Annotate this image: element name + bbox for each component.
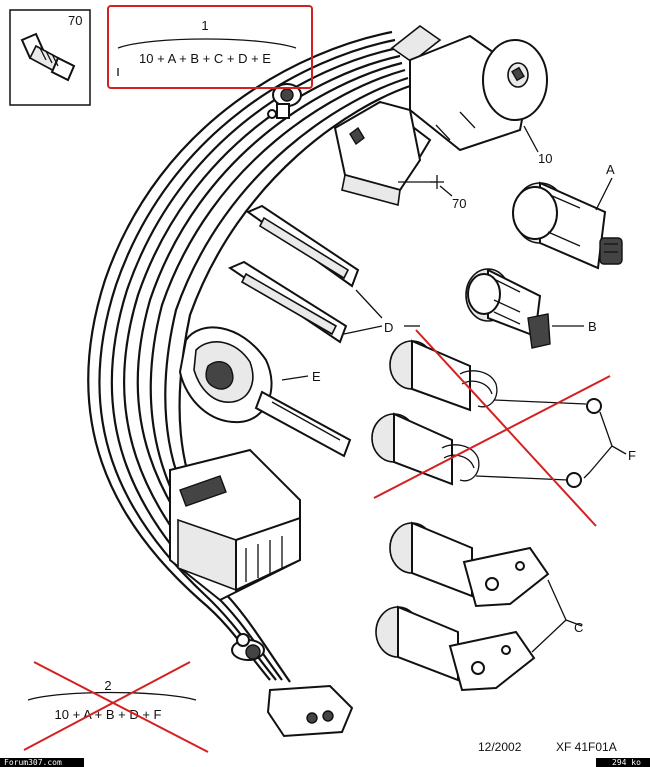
footer-watermark: Forum307.com	[4, 758, 62, 767]
door-lock-barrels-f: F	[371, 339, 636, 488]
footer: 12/2002 XF 41F01A Forum307.com 294 ko	[0, 740, 650, 767]
screw-reference-box: 70	[9, 9, 91, 106]
label-a: A	[606, 162, 615, 177]
lock-insert-b: B	[465, 268, 597, 349]
door-lock-barrels-c: C	[375, 521, 583, 692]
cross-kit-2-line-1	[33, 661, 209, 753]
remote-key-e: E	[178, 326, 352, 458]
filesize-bar	[596, 758, 650, 767]
kit-1-formula: 1 10 + A + B + C + D + E	[107, 5, 313, 89]
harness-connector	[169, 448, 301, 602]
kit-2-contents: 10 + A + B + D + F	[55, 707, 162, 722]
footer-reference: XF 41F01A	[556, 740, 617, 754]
lock-barrel-a: A	[512, 162, 623, 270]
red-annotations	[23, 329, 611, 753]
label-f: F	[628, 448, 636, 463]
shear-bolt-icon	[20, 32, 76, 82]
footer-filesize: 294 ko	[612, 758, 641, 767]
small-connector	[266, 684, 354, 738]
kit-1-number: 1	[201, 18, 208, 33]
cross-f-line-1	[415, 329, 597, 527]
label-c: C	[574, 620, 583, 635]
ref-box-number: 70	[68, 13, 82, 28]
footer-date: 12/2002	[478, 740, 522, 754]
kit-1-contents: 10 + A + B + C + D + E	[139, 51, 271, 66]
watermark-bar	[0, 758, 84, 767]
key-blades-d: D	[227, 204, 420, 344]
label-b: B	[588, 319, 597, 334]
cross-kit-2-line-2	[23, 661, 191, 751]
ignition-switch: 10 70	[333, 25, 552, 211]
harness-clip-bottom	[231, 633, 265, 661]
label-e: E	[312, 369, 321, 384]
item-10-label: 10	[538, 151, 552, 166]
item-70-label: 70	[452, 196, 466, 211]
label-d: D	[384, 320, 393, 335]
kit-2-number: 2	[104, 678, 111, 693]
kit-2-formula: 2 10 + A + B + D + F	[27, 678, 197, 722]
cross-f-line-2	[373, 375, 611, 499]
